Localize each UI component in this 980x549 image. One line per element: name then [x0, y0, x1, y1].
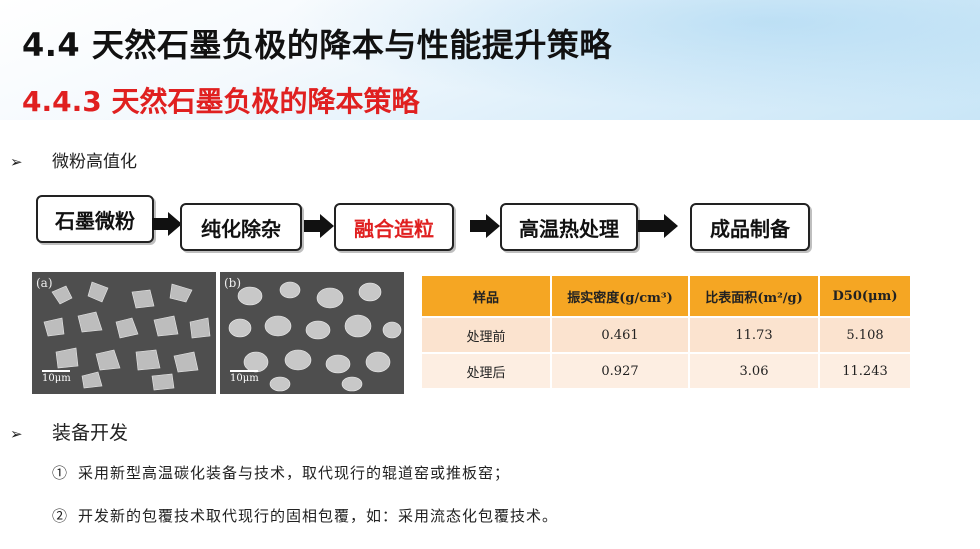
- slide-title: 4.4 天然石墨负极的降本与性能提升策略: [22, 26, 612, 64]
- flow-step-fusion-granulation: 融合造粒: [334, 203, 454, 251]
- scale-bar: [42, 370, 70, 372]
- flow-arrow-icon: [470, 214, 500, 238]
- properties-table: 样品 振实密度(g/cm³) 比表面积(m²/g) D50(μm) 处理前 0.…: [420, 274, 912, 390]
- scale-label: 10μm: [42, 373, 71, 384]
- table-cell: 11.243: [820, 354, 910, 388]
- table-cell: 0.927: [552, 354, 688, 388]
- bullet-label: 微粉高值化: [52, 152, 137, 172]
- flow-step-graphite-powder: 石墨微粉: [36, 195, 154, 243]
- table-header-row: 样品 振实密度(g/cm³) 比表面积(m²/g) D50(μm): [422, 276, 910, 316]
- arrow-bullet-icon: ➢: [10, 425, 23, 443]
- arrow-bullet-icon: ➢: [10, 153, 23, 171]
- table-cell: 5.108: [820, 318, 910, 352]
- table-cell: 处理前: [422, 318, 550, 352]
- flow-arrow-icon: [304, 214, 334, 238]
- flow-step-purification: 纯化除杂: [180, 203, 302, 251]
- sem-label: (a): [36, 276, 53, 290]
- slide-subtitle: 4.4.3 天然石墨负极的降本策略: [22, 85, 420, 118]
- flow-arrow-icon: [638, 214, 678, 238]
- header-decoration: [280, 0, 980, 110]
- flow-step-heat-treatment: 高温热处理: [500, 203, 638, 251]
- sem-particles-image: [32, 272, 216, 394]
- table-cell: 11.73: [690, 318, 818, 352]
- table-cell: 0.461: [552, 318, 688, 352]
- table-row: 处理后 0.927 3.06 11.243: [422, 354, 910, 388]
- table-header-cell: 比表面积(m²/g): [690, 276, 818, 316]
- scale-bar: [230, 370, 258, 372]
- flow-arrow-icon: [152, 212, 182, 236]
- bullet-label: 装备开发: [52, 422, 129, 444]
- sem-label: (b): [224, 276, 242, 290]
- table-header-cell: D50(μm): [820, 276, 910, 316]
- table-cell: 处理后: [422, 354, 550, 388]
- flow-step-final-product: 成品制备: [690, 203, 810, 251]
- sem-image-a: (a) 10μm: [32, 272, 216, 394]
- sem-image-b: (b) 10μm: [220, 272, 404, 394]
- table-header-cell: 样品: [422, 276, 550, 316]
- sem-particles-image: [220, 272, 404, 394]
- table-header-cell: 振实密度(g/cm³): [552, 276, 688, 316]
- equipment-item-1: ① 采用新型高温碳化装备与技术，取代现行的辊道窑或推板窑；: [52, 464, 511, 482]
- equipment-item-2: ② 开发新的包覆技术取代现行的固相包覆，如：采用流态化包覆技术。: [52, 507, 559, 525]
- table-cell: 3.06: [690, 354, 818, 388]
- bullet-equipment: ➢ 装备开发: [10, 418, 128, 445]
- scale-label: 10μm: [230, 373, 259, 384]
- table-row: 处理前 0.461 11.73 5.108: [422, 318, 910, 352]
- bullet-micro-powder: ➢ 微粉高值化: [10, 147, 137, 172]
